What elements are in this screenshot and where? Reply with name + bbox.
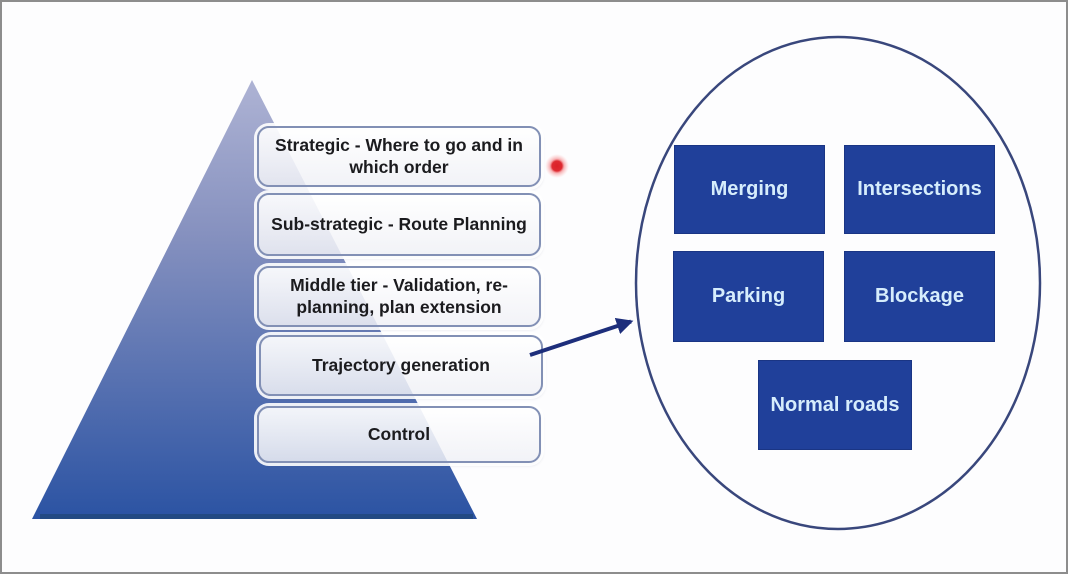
scenario-box-blockage: Blockage xyxy=(844,251,995,342)
pyramid-level-strategic: Strategic - Where to go and in which ord… xyxy=(257,126,541,187)
scenario-cluster-ellipse xyxy=(634,35,1042,531)
pyramid-level-sub-strategic: Sub-strategic - Route Planning xyxy=(257,193,541,256)
scenario-label: Merging xyxy=(710,178,789,200)
scenario-box-parking: Parking xyxy=(673,251,824,342)
scenario-box-intersections: Intersections xyxy=(844,145,995,234)
scenario-label: Blockage xyxy=(875,285,964,307)
scenario-box-merging: Merging xyxy=(674,145,825,234)
pyramid-level-control: Control xyxy=(257,406,541,463)
scenario-box-normal-roads: Normal roads xyxy=(758,360,912,450)
pyramid-level-trajectory-generation: Trajectory generation xyxy=(259,335,543,396)
scenario-label: Intersections xyxy=(857,178,982,200)
pyramid-level-label: Trajectory generation xyxy=(312,354,490,375)
scenario-label: Parking xyxy=(711,285,786,307)
pyramid-level-label: Middle tier - Validation, re-planning, p… xyxy=(290,275,508,317)
pyramid-level-label: Sub-strategic - Route Planning xyxy=(271,213,527,234)
pyramid-level-label: Control xyxy=(367,423,431,444)
pyramid-level-middle-tier: Middle tier - Validation, re-planning, p… xyxy=(257,266,541,327)
pyramid-level-label: Strategic - Where to go and in which ord… xyxy=(275,135,523,177)
scenario-label: Normal roads xyxy=(770,393,900,416)
